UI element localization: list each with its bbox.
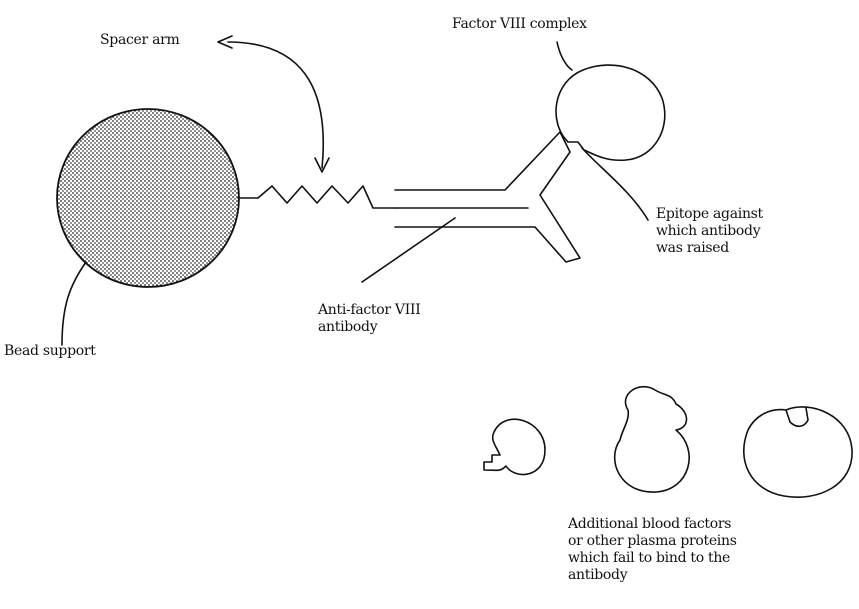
factor-viii-complex-shape xyxy=(555,64,666,162)
spacer-arm-arrow xyxy=(227,41,324,169)
label-bead-support: Bead support xyxy=(4,343,96,359)
bead-support-pointer xyxy=(61,261,87,346)
label-antibody: Anti-factor VIII antibody xyxy=(318,302,421,335)
spacer-label-arrowhead xyxy=(217,35,233,49)
factor-viii-pointer xyxy=(556,41,573,71)
spacer-arm-arrowhead xyxy=(314,157,330,173)
label-additional-factors: Additional blood factors or other plasma… xyxy=(568,516,737,583)
label-spacer-arm: Spacer arm xyxy=(100,32,180,48)
additional-protein-1 xyxy=(483,418,546,476)
label-factor-viii-complex: Factor VIII complex xyxy=(452,16,587,32)
epitope-pointer xyxy=(581,147,649,221)
antibody-pointer xyxy=(361,217,456,283)
antibody-shape xyxy=(394,131,581,263)
label-epitope: Epitope against which antibody was raise… xyxy=(656,206,763,256)
additional-protein-2 xyxy=(613,385,690,493)
bead-support-sphere xyxy=(56,108,240,288)
spacer-arm-zigzag xyxy=(237,185,396,209)
additional-protein-3 xyxy=(743,406,853,498)
